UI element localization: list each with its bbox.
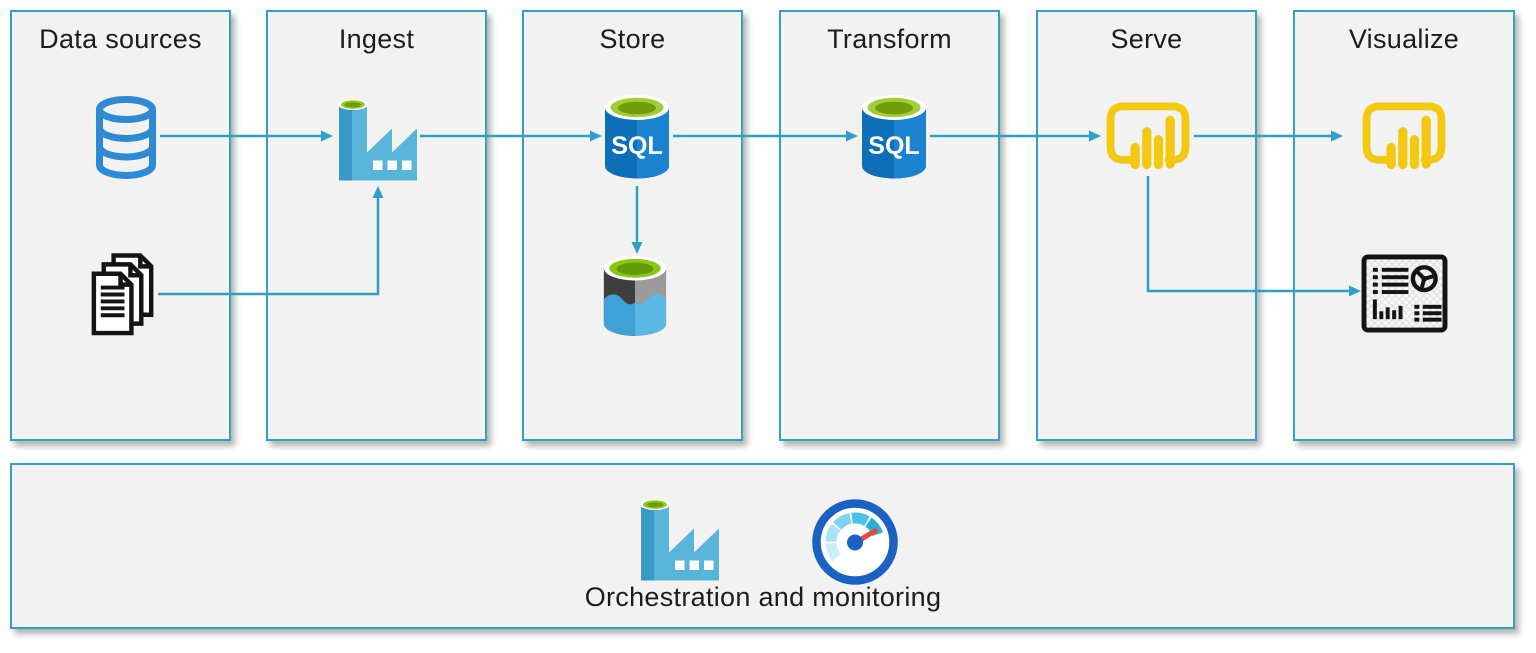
stage-panel-store: Store (522, 10, 743, 441)
sql-database-icon: SQL (858, 91, 930, 184)
data-lake-store-icon (600, 250, 670, 342)
stage-panel-transform: Transform (779, 10, 1000, 441)
stage-title: Serve (1110, 24, 1183, 54)
stage-panel-visualize: Visualize (1293, 10, 1515, 441)
sql-label: SQL (868, 132, 919, 160)
orchestration-panel (10, 463, 1515, 629)
power-bi-icon (1362, 102, 1446, 174)
stage-title: Store (599, 24, 666, 54)
stage-title: Transform (827, 24, 952, 54)
orchestration-label: Orchestration and monitoring (584, 582, 942, 612)
stage-panel-ingest: Ingest (266, 10, 487, 441)
documents-icon (91, 253, 157, 336)
sql-label: SQL (611, 132, 662, 160)
stage-title: Visualize (1348, 24, 1460, 54)
database-icon (92, 95, 160, 183)
data-factory-icon (633, 494, 721, 583)
data-factory-icon (331, 94, 419, 183)
stage-panel-data-sources: Data sources (10, 10, 231, 441)
report-dashboard-icon (1361, 254, 1448, 333)
stage-panel-serve: Serve (1036, 10, 1257, 441)
sql-database-icon: SQL (601, 91, 673, 184)
stage-title: Data sources (39, 24, 202, 54)
monitor-gauge-icon (812, 499, 898, 585)
power-bi-icon (1106, 102, 1190, 174)
stage-title: Ingest (338, 24, 415, 54)
